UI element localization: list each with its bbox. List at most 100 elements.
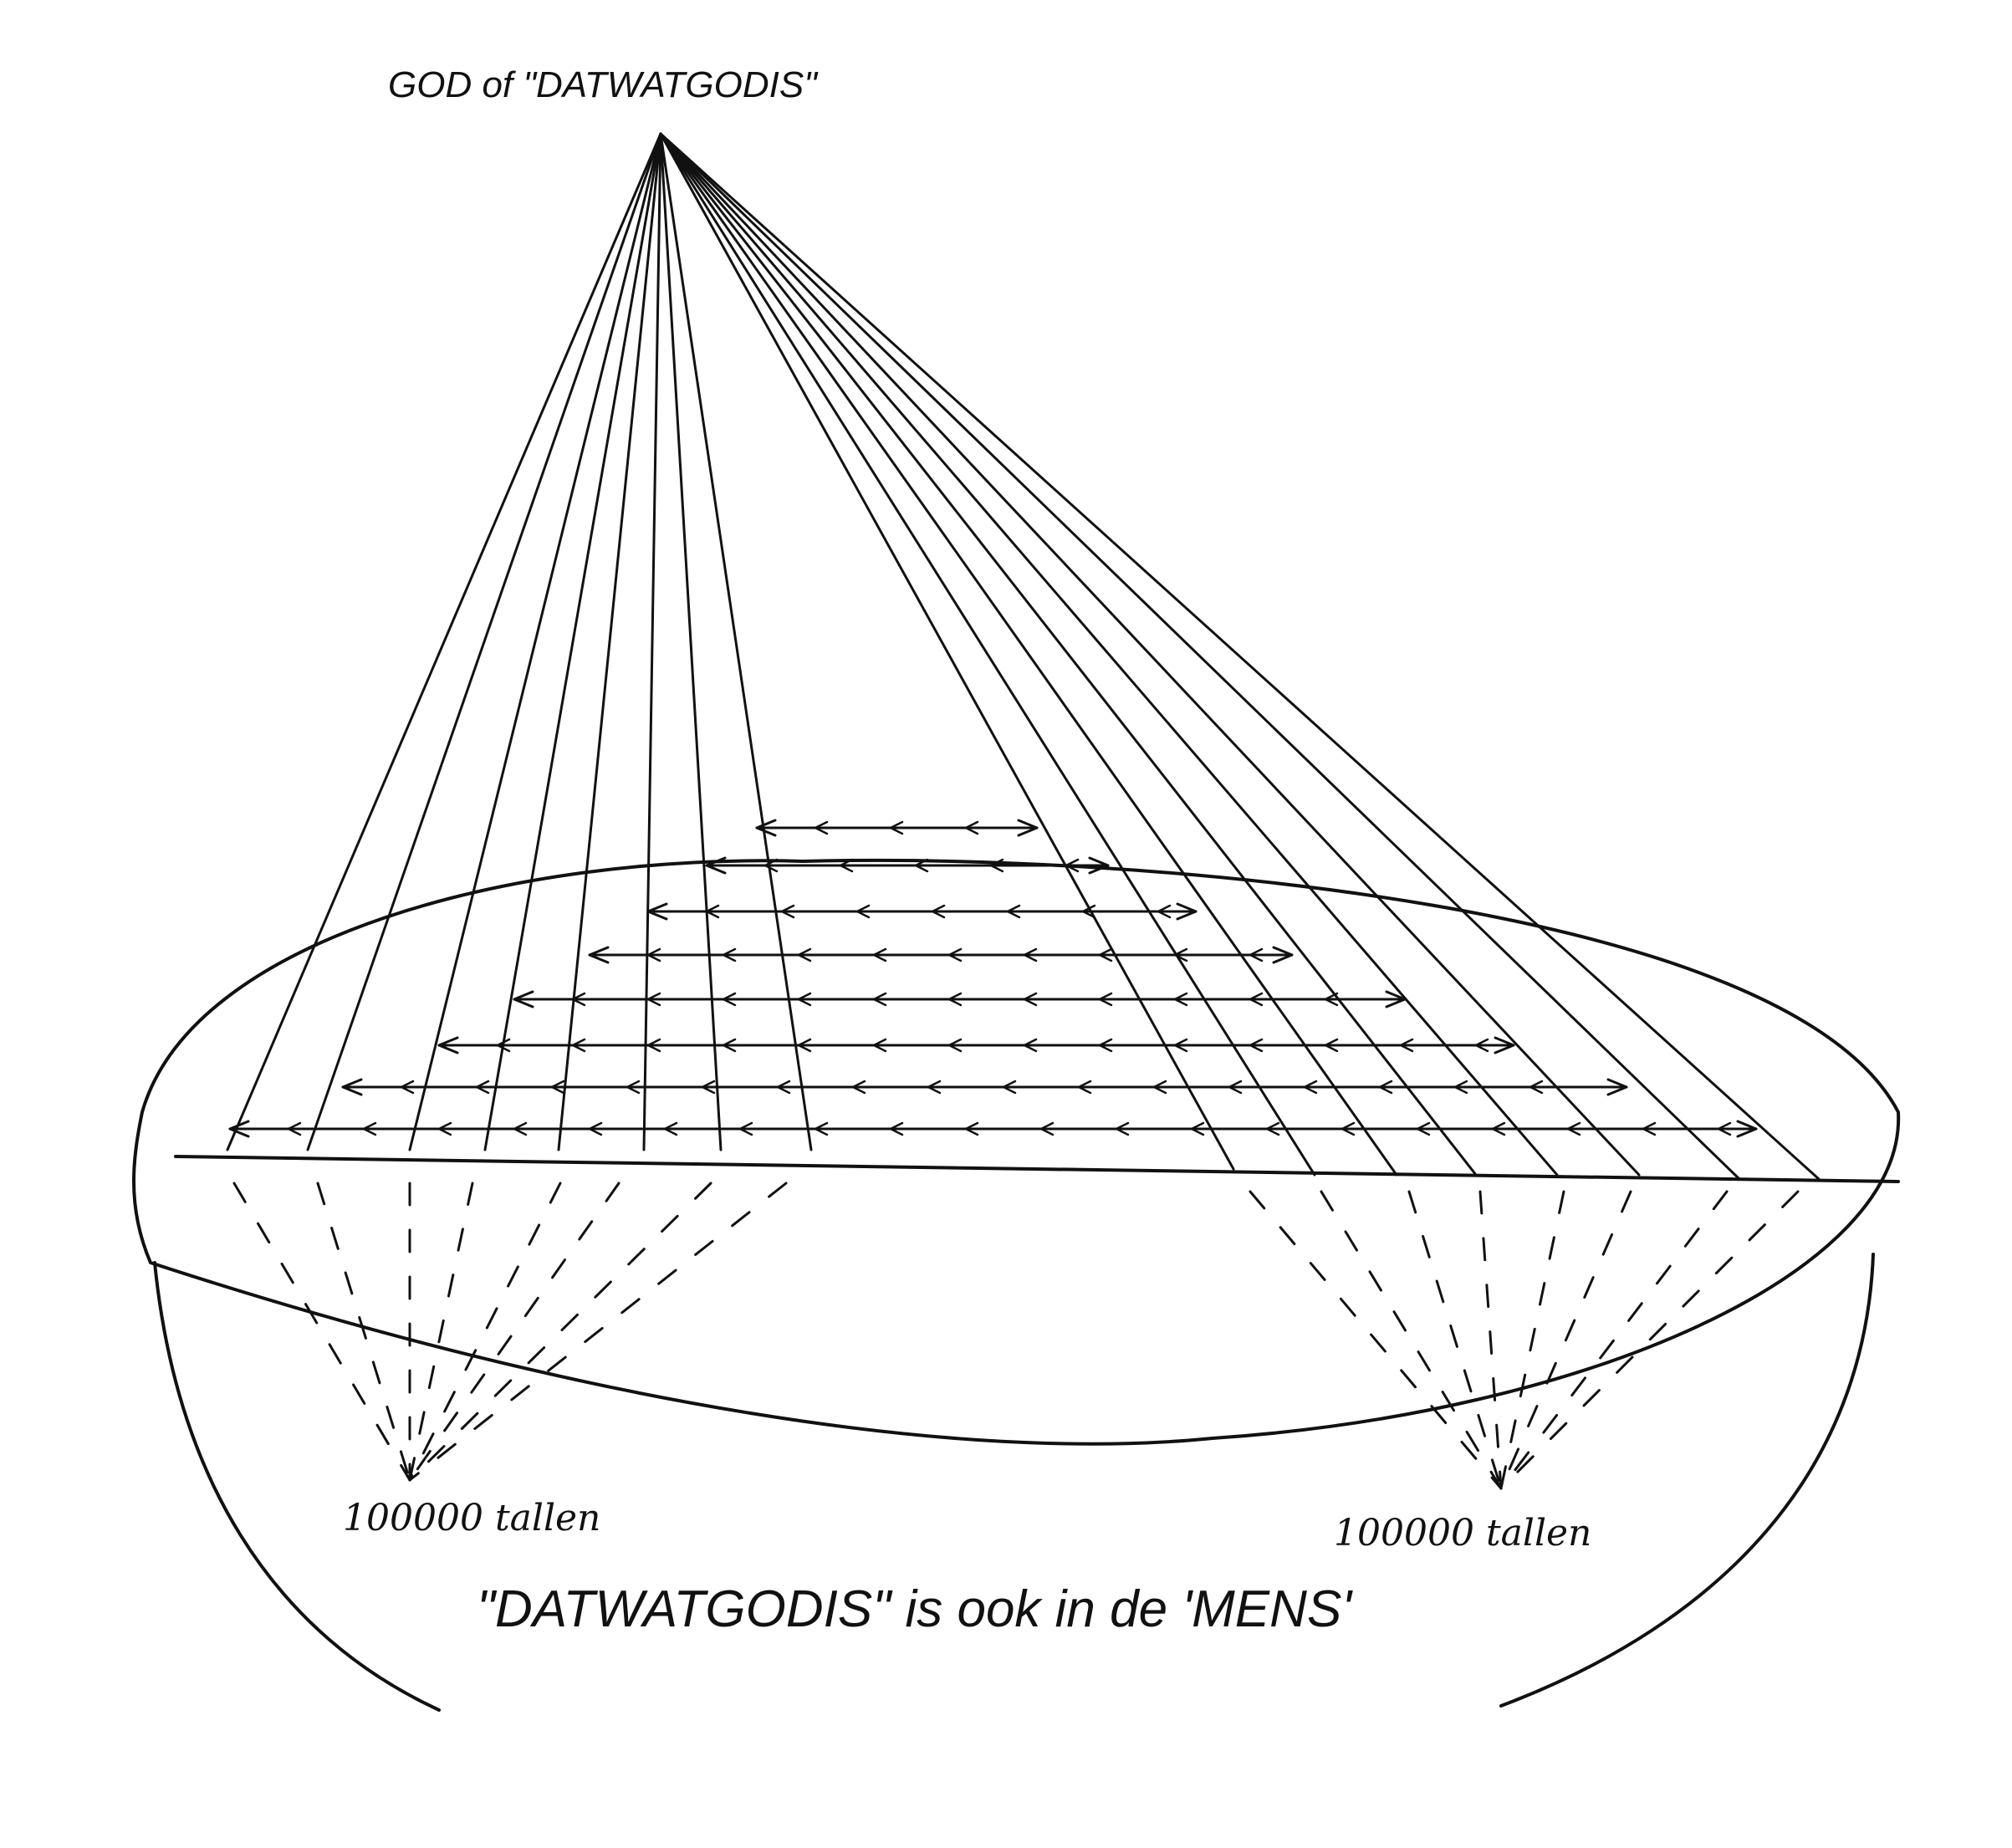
arrow-tick xyxy=(1173,947,1188,962)
ray-line xyxy=(659,132,723,1151)
arrow-head-right xyxy=(1606,1078,1628,1096)
arrow-tick xyxy=(780,904,795,919)
arrow-tick xyxy=(722,947,737,962)
arrow-tick xyxy=(1340,1121,1356,1136)
arrow-tick xyxy=(914,858,929,873)
arrow-tick xyxy=(1324,992,1339,1007)
apex-rays xyxy=(226,132,1821,1181)
arrow-head-left xyxy=(588,946,610,964)
arrow-tick xyxy=(1228,1080,1243,1095)
arrow-tick xyxy=(646,1038,661,1053)
arrow-tick xyxy=(931,904,946,919)
ray-line xyxy=(659,132,1478,1177)
arrow-tick xyxy=(797,947,812,962)
arrow-head-left xyxy=(646,902,668,921)
arrow-tick xyxy=(872,992,887,1007)
bowl-rim xyxy=(132,858,1901,1446)
dashed-projection-line xyxy=(1499,1190,1729,1490)
dashed-projection-line xyxy=(408,1182,620,1482)
arrow-tick xyxy=(889,820,904,835)
dashed-projection-line xyxy=(408,1182,562,1482)
arrow-tick xyxy=(646,992,661,1007)
arrow-tick xyxy=(1453,1080,1468,1095)
arrow-tick xyxy=(1399,1038,1414,1053)
dashed-projection-line xyxy=(408,1182,712,1482)
arrow-tick xyxy=(1566,1121,1581,1136)
arrow-tick xyxy=(1324,1038,1339,1053)
arrow-tick xyxy=(701,1080,716,1095)
arrow-tick xyxy=(797,992,812,1007)
arrow-head-left xyxy=(228,1120,250,1138)
arrow-head-left xyxy=(513,990,534,1008)
arrow-tick xyxy=(1249,992,1264,1007)
arrow-tick xyxy=(722,1038,737,1053)
ray-line xyxy=(226,132,662,1151)
ray-line xyxy=(659,132,1316,1177)
arrow-tick xyxy=(722,992,737,1007)
caption: "DATWATGODIS" is ook in de 'MENS' xyxy=(477,1580,1353,1638)
arrow-tick xyxy=(964,820,979,835)
arrow-tick xyxy=(475,1080,490,1095)
arrow-tick xyxy=(1529,1080,1544,1095)
ray-line xyxy=(557,132,662,1151)
arrow-tick xyxy=(814,1121,829,1136)
arrow-tick xyxy=(287,1121,302,1136)
arrow-tick xyxy=(437,1121,452,1136)
arrow-head-right xyxy=(1272,946,1294,964)
arrow-tick xyxy=(1474,1038,1489,1053)
bowl-base-line xyxy=(174,1155,1900,1183)
ray-line xyxy=(659,132,1559,1177)
ray-line xyxy=(642,132,662,1151)
dashed-projection-line xyxy=(1499,1190,1632,1490)
arrow-tick xyxy=(947,947,963,962)
ray-line xyxy=(306,132,662,1151)
arrow-tick xyxy=(1378,1080,1393,1095)
dashed-projection-line xyxy=(1499,1190,1565,1490)
arrow-head-left xyxy=(755,819,777,837)
arrow-head-right xyxy=(1088,856,1110,875)
arrow-tick xyxy=(1065,858,1080,873)
arrow-tick xyxy=(1152,1080,1167,1095)
arrow-head-left xyxy=(705,856,727,875)
apex-label: GOD of "DATWATGODIS" xyxy=(388,64,819,105)
arrow-tick xyxy=(763,858,779,873)
arrow-tick xyxy=(839,858,854,873)
arrow-tick xyxy=(1098,947,1113,962)
arrow-tick xyxy=(872,1038,887,1053)
arrow-tick xyxy=(362,1121,377,1136)
dashed-projection-line xyxy=(1249,1190,1503,1490)
arrow-tick xyxy=(989,858,1004,873)
dashed-projection-line xyxy=(1499,1190,1800,1490)
arrow-tick xyxy=(738,1121,753,1136)
dashed-projection-line xyxy=(408,1182,474,1482)
arrow-tick xyxy=(1002,1080,1017,1095)
arrow-tick xyxy=(1717,1121,1732,1136)
dashed-projection-line xyxy=(232,1182,411,1482)
dashed-projection-line xyxy=(408,1182,788,1482)
ray-line xyxy=(659,132,813,1151)
arrow-tick xyxy=(889,1121,904,1136)
right-count-label: 100000 tallen xyxy=(1334,1512,1591,1554)
arrow-tick xyxy=(964,1121,979,1136)
arrow-head-left xyxy=(437,1036,459,1054)
arrow-tick xyxy=(814,820,829,835)
arrow-tick xyxy=(1642,1121,1657,1136)
arrow-tick xyxy=(705,904,720,919)
arrow-tick xyxy=(1039,1121,1055,1136)
arrow-tick xyxy=(1023,1038,1038,1053)
arrow-tick xyxy=(1173,1038,1188,1053)
arrow-tick xyxy=(1006,904,1021,919)
arrow-head-right xyxy=(1494,1036,1515,1054)
ray-line xyxy=(659,132,1398,1177)
arrow-tick xyxy=(927,1080,942,1095)
arrow-tick xyxy=(550,1080,565,1095)
arrow-tick xyxy=(1173,992,1188,1007)
horizontal-arrows xyxy=(228,819,1758,1138)
arrow-tick xyxy=(588,1121,603,1136)
arrow-head-right xyxy=(1736,1120,1758,1138)
ray-line xyxy=(659,132,1641,1177)
arrow-head-right xyxy=(1176,902,1197,921)
arrow-tick xyxy=(947,1038,963,1053)
arrow-head-right xyxy=(1385,990,1407,1008)
